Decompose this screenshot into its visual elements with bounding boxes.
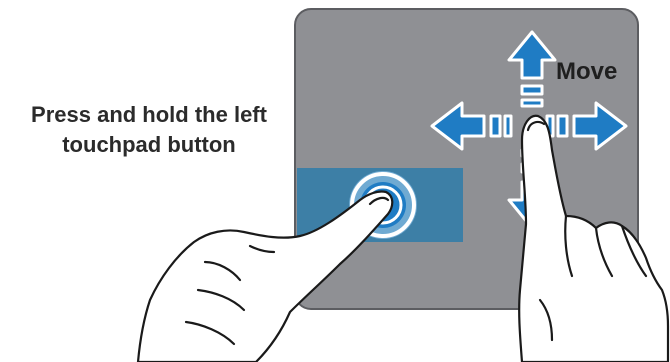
move-label: Move [556,57,617,87]
instruction-line-1: Press and hold the left [0,100,298,130]
instruction-line-2: touchpad button [0,130,298,160]
instruction-text: Press and hold the left touchpad button [0,100,298,160]
